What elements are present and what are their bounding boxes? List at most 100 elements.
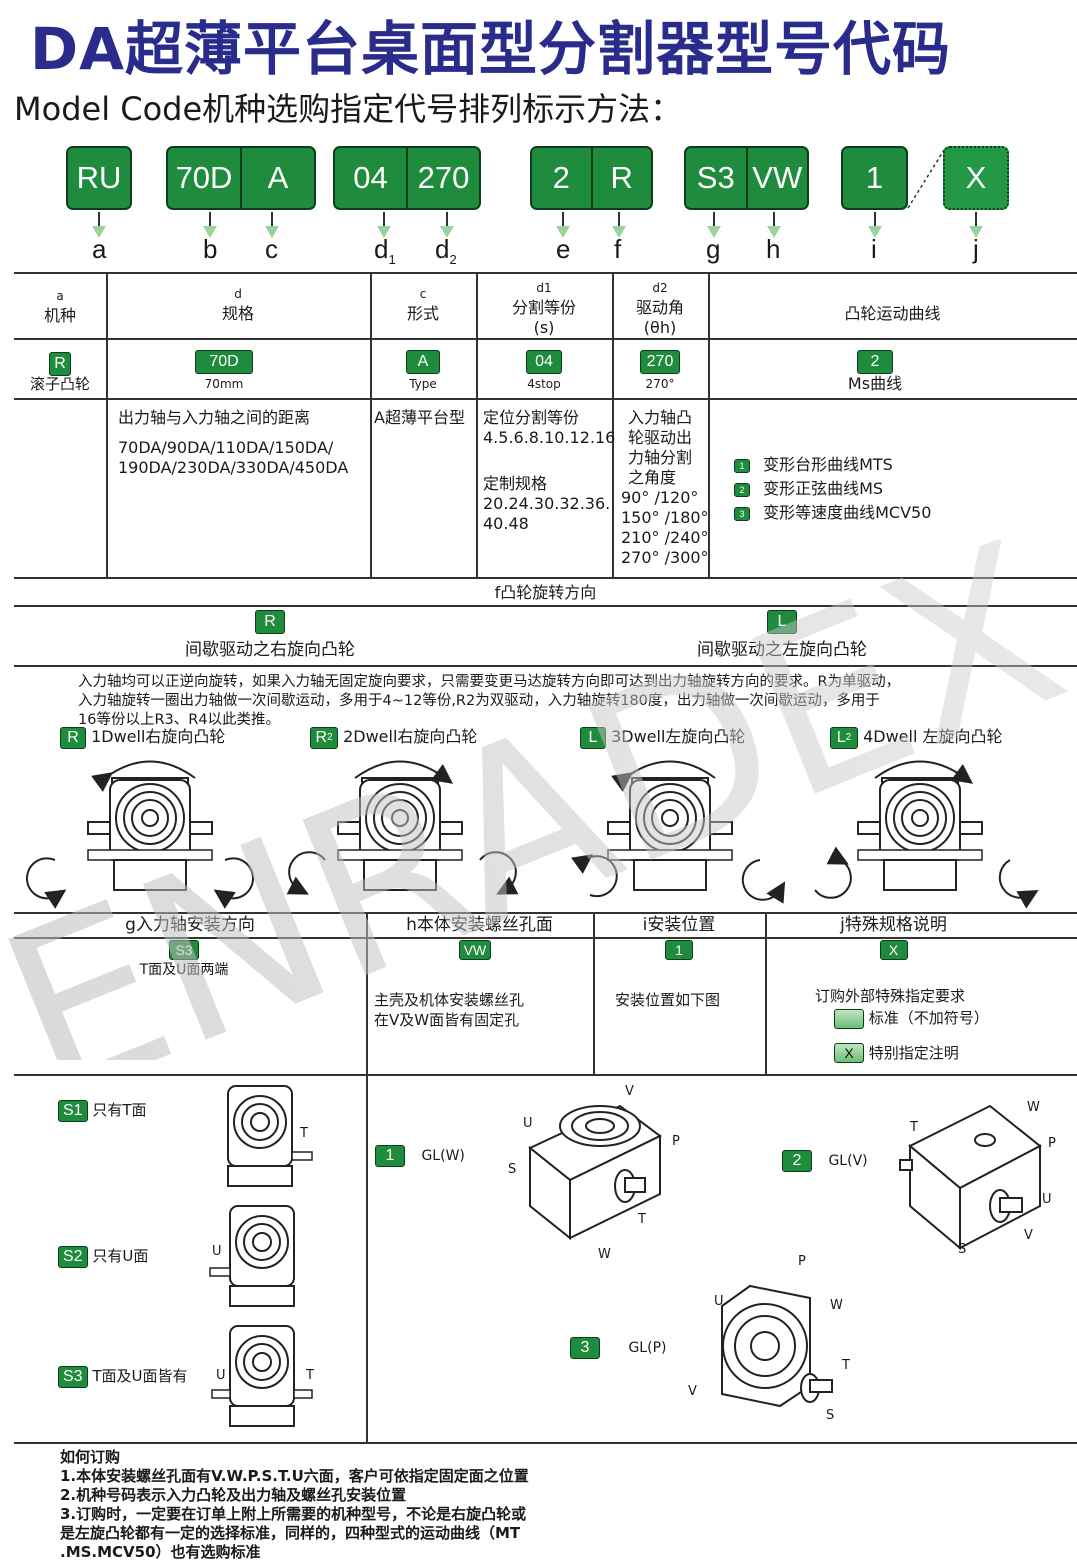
div-custom: 定制规格 bbox=[483, 474, 548, 493]
header-label: 机种 bbox=[43, 306, 76, 325]
code-badge: 04 bbox=[526, 350, 562, 374]
code-badge: L bbox=[767, 610, 797, 634]
h-header: h本体安装螺丝孔面 bbox=[406, 915, 553, 935]
order-line: 1.本体安装螺丝孔面有V.W.P.S.T.U六面，客户可依指定固定面之位置 bbox=[60, 1467, 529, 1485]
code-seg: 04 bbox=[353, 160, 388, 195]
rotation-left: L 间歇驱动之左旋向凸轮 bbox=[652, 610, 912, 660]
table-line bbox=[14, 577, 1077, 579]
dwell-code: R bbox=[60, 727, 86, 749]
div-custom: 20.24.30.32.36. bbox=[483, 494, 611, 513]
face-letter: P bbox=[798, 1254, 806, 1269]
face-letter: S bbox=[826, 1408, 835, 1423]
dwell-diagrams bbox=[25, 760, 1039, 909]
rotation-arrow-icon bbox=[741, 859, 786, 904]
h-desc: 主壳及机体安装螺丝孔 bbox=[374, 991, 525, 1009]
page-subtitle: Model Code机种选购指定代号排列标示方法： bbox=[14, 90, 683, 128]
face-label-u: U bbox=[216, 1368, 226, 1383]
shaft-label: 只有U面 bbox=[92, 1247, 149, 1265]
rotation-arrow-icon bbox=[571, 854, 618, 898]
code-letter: h bbox=[766, 234, 781, 264]
table-line bbox=[106, 272, 108, 577]
header-label: 形式 bbox=[406, 304, 439, 323]
code-box-a: RU bbox=[66, 146, 132, 210]
angle-line: 入力轴凸 bbox=[628, 408, 693, 427]
badge-cell: 270 270° bbox=[612, 350, 708, 394]
dwell-code-sub: 2 bbox=[327, 732, 333, 743]
order-title: 如何订购 bbox=[60, 1448, 121, 1466]
code-badge: R bbox=[255, 610, 285, 634]
order-line: .MS.MCV50）也有选购标准 bbox=[60, 1543, 261, 1561]
j-desc: 订购外部特殊指定要求 bbox=[815, 987, 966, 1005]
shaft-code: S3 bbox=[58, 1366, 88, 1388]
shaft-option: S1 只有T面 bbox=[58, 1100, 147, 1122]
arrow-down-icon bbox=[612, 212, 626, 240]
code-letter: i bbox=[871, 234, 877, 264]
shaft-code: S2 bbox=[58, 1246, 88, 1268]
code-letter-sub: 2 bbox=[449, 252, 457, 268]
arrow-down-icon bbox=[440, 212, 454, 240]
code-letter-sub: 1 bbox=[388, 252, 396, 268]
shaft-diagram-s3 bbox=[211, 1325, 313, 1427]
face-label-t: T bbox=[306, 1368, 314, 1383]
position-code: 2 bbox=[782, 1150, 812, 1172]
badge-note: Ms曲线 bbox=[847, 374, 903, 393]
table-line bbox=[708, 272, 710, 577]
rotation-arrow-icon bbox=[814, 846, 852, 899]
code-seg: R bbox=[590, 148, 652, 208]
code-seg: A bbox=[240, 148, 314, 208]
curve-item: 2 变形正弦曲线MS bbox=[734, 479, 883, 499]
code-letter: j bbox=[973, 234, 979, 264]
table-line bbox=[14, 665, 1077, 667]
code-letter: b bbox=[203, 234, 218, 264]
position-diagrams bbox=[528, 1104, 1042, 1408]
j-special-label: 特别指定注明 bbox=[868, 1044, 959, 1062]
curve-label: 变形台形曲线MTS bbox=[763, 455, 893, 474]
face-letter: T bbox=[638, 1212, 646, 1227]
order-line: 2.机种号码表示入力凸轮及出力轴及螺丝孔安装位置 bbox=[60, 1486, 407, 1504]
code-letter: c bbox=[265, 234, 278, 264]
header-curve: 凸轮运动曲线 bbox=[708, 304, 1077, 324]
isometric-machine-2 bbox=[899, 1104, 1042, 1251]
table-line bbox=[14, 912, 1077, 914]
code-box-gh: S3 VW bbox=[684, 146, 809, 210]
shaft-option: S3 T面及U面皆有 bbox=[58, 1366, 188, 1388]
table-line bbox=[476, 272, 478, 577]
form-desc: A超薄平台型 bbox=[374, 408, 465, 427]
j-std: 标准（不加符号） bbox=[834, 1008, 989, 1029]
machine-illustration bbox=[337, 777, 463, 891]
g-header: g入力轴安装方向 bbox=[125, 915, 255, 935]
code-badge: X bbox=[879, 940, 908, 960]
face-letter: V bbox=[625, 1084, 634, 1099]
face-letter: U bbox=[1042, 1192, 1052, 1207]
spec-list: 70DA/90DA/110DA/150DA/ bbox=[118, 438, 334, 457]
curve-code: 1 bbox=[734, 458, 750, 473]
code-badge: 1 bbox=[665, 940, 693, 960]
j-special: X 特别指定注明 bbox=[834, 1043, 959, 1063]
code-badge: 270 bbox=[640, 350, 680, 374]
rotation-arrow-icon bbox=[998, 859, 1039, 909]
rotation-arrow-icon bbox=[874, 760, 974, 784]
order-line: 是左旋凸轮都有一定的选择标准，同样的，四种型式的运动曲线（MT bbox=[60, 1524, 521, 1542]
table-line bbox=[612, 272, 614, 577]
angle-line: 150° /180° bbox=[621, 508, 709, 527]
table-line bbox=[593, 912, 595, 1074]
code-letter: d1 bbox=[374, 234, 396, 267]
rotation-arrow-icon bbox=[611, 760, 716, 792]
rotation-arrow-icon bbox=[286, 851, 326, 895]
position-code: 3 bbox=[570, 1337, 600, 1359]
code-box-i: 1 bbox=[841, 146, 908, 210]
table-line bbox=[14, 1074, 1077, 1076]
position-label: GL(P) bbox=[628, 1340, 667, 1356]
face-letter: T bbox=[910, 1120, 918, 1135]
machine-illustration bbox=[607, 777, 733, 891]
code-seg: X bbox=[965, 160, 987, 195]
code-letter-base: d bbox=[435, 234, 450, 264]
code-letter: d2 bbox=[435, 234, 457, 267]
dwell-text: 1Dwell右旋向凸轮 bbox=[91, 727, 226, 746]
header-d1: d1 分割等份 (s) bbox=[476, 278, 612, 338]
code-letter: a bbox=[92, 234, 107, 264]
j-header: j特殊规格说明 bbox=[840, 915, 947, 935]
code-badge: 70D bbox=[195, 350, 253, 374]
